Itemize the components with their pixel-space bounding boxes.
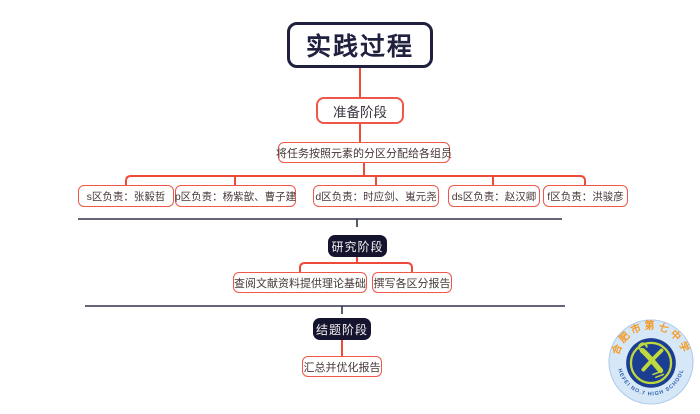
dark-dividers <box>78 218 565 314</box>
node-group-f[interactable]: f区负责：洪骏彦 <box>543 185 628 207</box>
node-root-title[interactable]: 实践过程 <box>287 22 433 68</box>
node-group-d[interactable]: d区负责：时应剑、嵬元尧 <box>313 185 439 207</box>
school-logo: 合肥市第七中学 HEFEI NO.7 HIGH SCHOOL <box>608 319 694 405</box>
logo-bird-icon <box>638 342 665 379</box>
node-prepare-stage[interactable]: 准备阶段 <box>316 97 404 124</box>
node-group-ds[interactable]: ds区负责：赵汉卿 <box>448 185 540 207</box>
logo-green-ring <box>629 341 673 385</box>
node-group-p[interactable]: p区负责：杨紫歆、曹子建 <box>175 185 296 207</box>
node-conclusion-stage[interactable]: 结题阶段 <box>313 318 371 340</box>
red-connectors <box>125 68 586 356</box>
node-research-literature[interactable]: 查阅文献资料提供理论基础 <box>233 272 367 293</box>
node-research-stage[interactable]: 研究阶段 <box>328 235 387 257</box>
school-logo-svg: 合肥市第七中学 HEFEI NO.7 HIGH SCHOOL <box>608 319 694 405</box>
node-research-reports[interactable]: 撰写各区分报告 <box>372 272 452 293</box>
node-conclusion-report[interactable]: 汇总并优化报告 <box>302 356 382 377</box>
research-bracket <box>299 262 413 272</box>
node-group-s[interactable]: s区负责：张毅哲 <box>78 185 174 207</box>
groups-bracket <box>125 175 586 185</box>
node-task-assignment[interactable]: 将任务按照元素的分区分配给各组员 <box>276 142 452 163</box>
